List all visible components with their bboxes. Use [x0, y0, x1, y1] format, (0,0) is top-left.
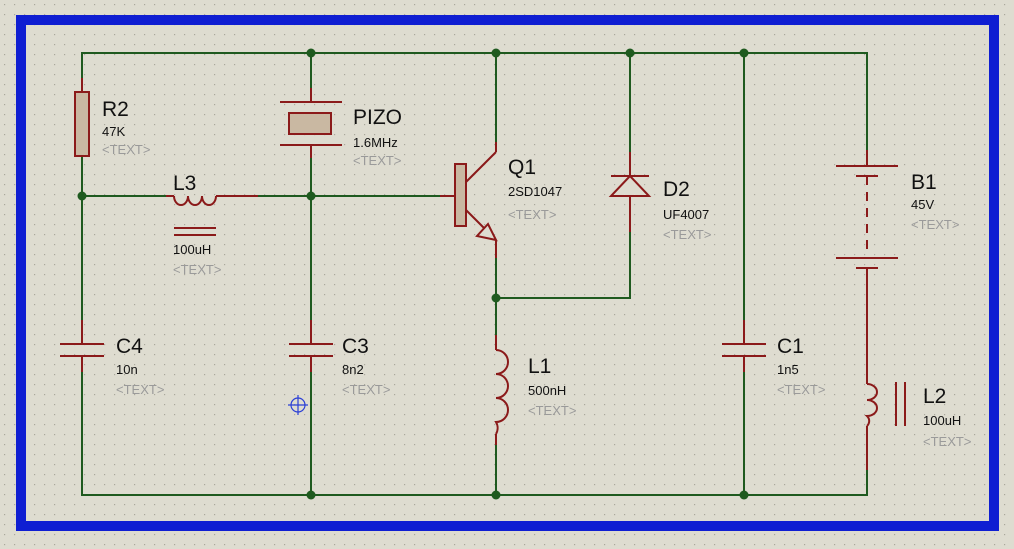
q1-text-placeholder: <TEXT>: [508, 207, 556, 222]
diode-d2[interactable]: D2 UF4007 <TEXT>: [608, 152, 711, 242]
junction-dot: [625, 48, 635, 58]
junction-dot: [739, 490, 749, 500]
d2-ref-label: D2: [663, 178, 690, 201]
l1-ref-label: L1: [528, 355, 551, 378]
c4-ref-label: C4: [116, 335, 143, 358]
resistor-r2[interactable]: R2 47K <TEXT>: [74, 78, 150, 157]
junction-dot: [739, 48, 749, 58]
transistor-q1[interactable]: Q1 2SD1047 <TEXT>: [440, 142, 562, 258]
pizo-value-label: 1.6MHz: [353, 135, 398, 150]
capacitor-c4[interactable]: C4 10n <TEXT>: [60, 320, 164, 397]
l3-text-placeholder: <TEXT>: [173, 262, 221, 277]
origin-marker-icon: [288, 395, 308, 415]
b1-value-label: 45V: [911, 197, 934, 212]
junction-dot: [491, 48, 501, 58]
b1-text-placeholder: <TEXT>: [911, 217, 959, 232]
l2-text-placeholder: <TEXT>: [923, 434, 971, 449]
l2-ref-label: L2: [923, 385, 946, 408]
battery-b1[interactable]: B1 45V <TEXT>: [836, 150, 959, 340]
r2-value-label: 47K: [102, 124, 125, 139]
l1-text-placeholder: <TEXT>: [528, 403, 576, 418]
l3-ref-label: L3: [173, 172, 196, 195]
inductor-l1[interactable]: L1 500nH <TEXT>: [494, 335, 576, 445]
inductor-l2[interactable]: L2 100uH <TEXT>: [864, 340, 971, 470]
wires: [81, 52, 868, 496]
junction-dot: [306, 490, 316, 500]
c4-text-placeholder: <TEXT>: [116, 382, 164, 397]
q1-value-label: 2SD1047: [508, 184, 562, 199]
capacitor-c1[interactable]: C1 1n5 <TEXT>: [722, 320, 825, 397]
c4-value-label: 10n: [116, 362, 138, 377]
l1-value-label: 500nH: [528, 383, 566, 398]
pizo-ref-label: PIZO: [353, 106, 402, 129]
d2-value-label: UF4007: [663, 207, 709, 222]
junctions: [77, 48, 749, 500]
junction-dot: [306, 48, 316, 58]
c1-value-label: 1n5: [777, 362, 799, 377]
pizo-text-placeholder: <TEXT>: [353, 153, 401, 168]
c1-ref-label: C1: [777, 335, 804, 358]
junction-dot: [77, 191, 87, 201]
r2-text-placeholder: <TEXT>: [102, 142, 150, 157]
junction-dot: [491, 490, 501, 500]
l3-value-label: 100uH: [173, 242, 211, 257]
q1-ref-label: Q1: [508, 156, 536, 179]
capacitor-c3[interactable]: C3 8n2 <TEXT>: [289, 320, 390, 397]
c3-text-placeholder: <TEXT>: [342, 382, 390, 397]
crystal-pizo[interactable]: PIZO 1.6MHz <TEXT>: [280, 88, 402, 168]
r2-ref-label: R2: [102, 98, 129, 121]
junction-dot: [306, 191, 316, 201]
inductor-l3[interactable]: L3 100uH <TEXT>: [166, 172, 258, 277]
junction-dot: [491, 293, 501, 303]
c1-text-placeholder: <TEXT>: [777, 382, 825, 397]
c3-value-label: 8n2: [342, 362, 364, 377]
l2-value-label: 100uH: [923, 413, 961, 428]
d2-text-placeholder: <TEXT>: [663, 227, 711, 242]
sheet-frame: [16, 15, 999, 531]
b1-ref-label: B1: [911, 171, 937, 194]
c3-ref-label: C3: [342, 335, 369, 358]
